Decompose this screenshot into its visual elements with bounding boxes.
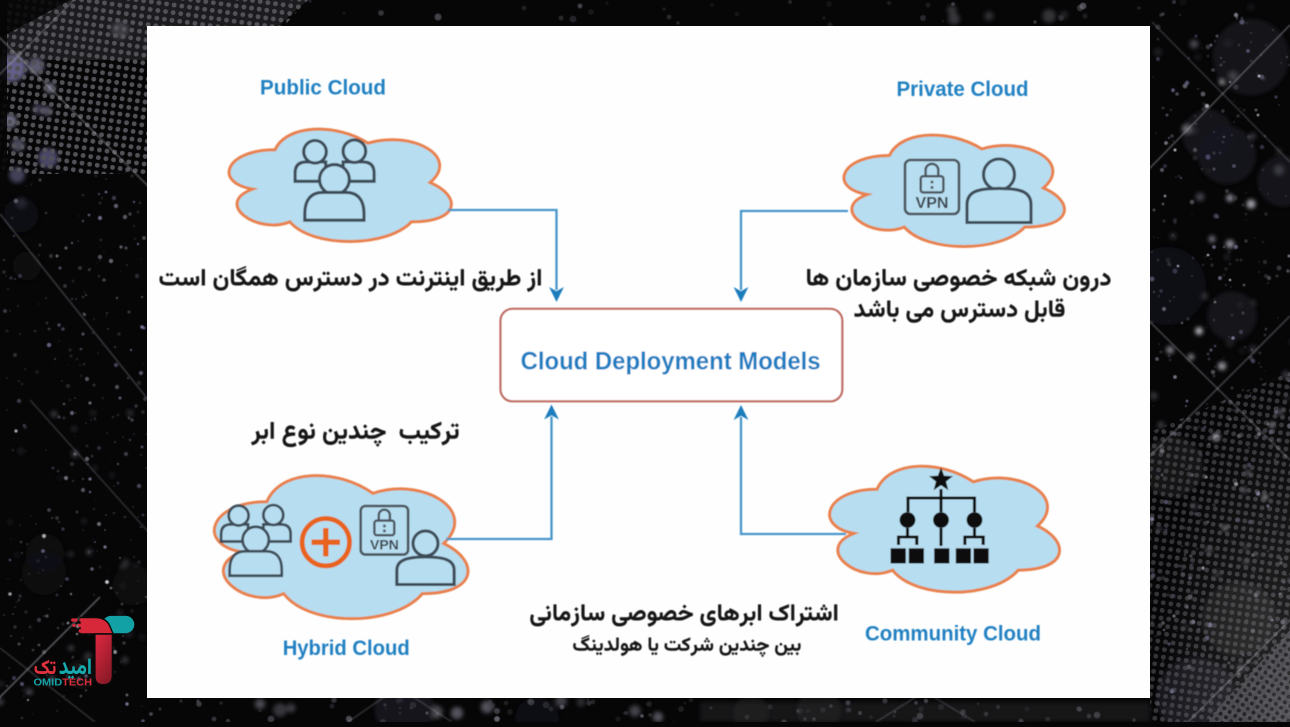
svg-text:VPN: VPN	[370, 536, 399, 552]
svg-text:Public Cloud: Public Cloud	[260, 76, 386, 100]
svg-text:VPN: VPN	[916, 195, 949, 212]
svg-text:Cloud Deployment Models: Cloud Deployment Models	[521, 348, 821, 376]
svg-text:Hybrid Cloud: Hybrid Cloud	[283, 636, 410, 660]
svg-text:Private Cloud: Private Cloud	[897, 77, 1029, 101]
svg-text:Community Cloud: Community Cloud	[865, 622, 1041, 646]
